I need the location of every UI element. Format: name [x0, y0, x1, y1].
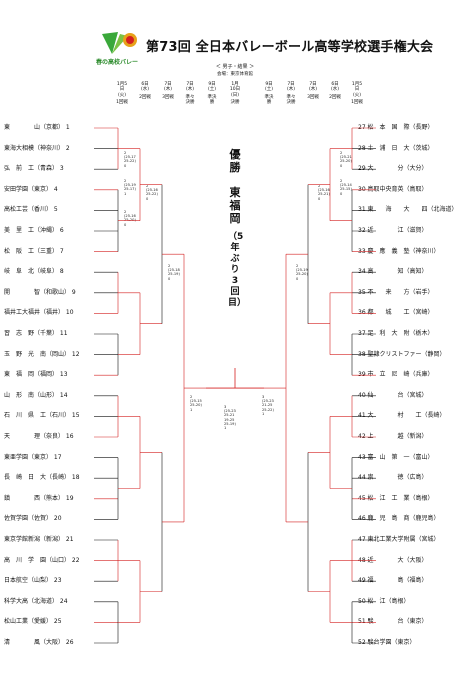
- team-row: 39 市 立 尼 崎（兵庫）: [358, 371, 434, 379]
- round-header-left-2: 6日(水)2回戦: [139, 82, 151, 100]
- page-subtitle: ＜ 男子・結果 ＞: [215, 64, 255, 70]
- team-row: 弘 前 工（青森） 3: [4, 165, 64, 173]
- team-row: 習 志 野（千葉） 11: [4, 330, 68, 337]
- team-row: 31 東 海 大 四（北海道）: [358, 206, 458, 214]
- team-row: 清 風（大阪） 26: [4, 639, 74, 646]
- team-row: 岐 阜 北（岐阜） 8: [4, 268, 64, 276]
- team-row: 43 富 山 第 一（富山）: [358, 453, 434, 461]
- team-row: 52 駿台学園（東京）: [358, 639, 416, 646]
- champion-label: 優勝: [229, 148, 241, 174]
- round-header-right-5: 1月5日(火)1回戦: [351, 82, 363, 106]
- team-row: 46 鹿 児 島 商（鹿児島）: [358, 515, 440, 523]
- team-row: 36 都 城 工（宮崎）: [358, 309, 434, 317]
- team-row: 美 里 工（沖縄） 6: [4, 227, 64, 234]
- team-row: 安田学園（東京） 4: [4, 185, 58, 193]
- round-header-left-3: 7日(木)3回戦: [162, 82, 174, 100]
- team-row: 松山工業（愛媛） 25: [4, 618, 62, 626]
- team-row: 51 駿 台（東京）: [358, 618, 428, 626]
- team-row: 37 足 利 大 附（栃木）: [358, 330, 434, 337]
- team-row: 科学大高（北海道） 24: [4, 597, 68, 605]
- team-row: 27 松 本 国 際（長野）: [358, 124, 434, 131]
- match-score: 2 (25-15 25-20) 1: [190, 395, 202, 412]
- team-row: 開 智（和歌山） 9: [4, 288, 76, 296]
- team-row: 高 川 学 園（山口） 22: [4, 556, 80, 564]
- team-row: 東 山（京都） 1: [4, 124, 70, 131]
- round-header-left-5: 9日(土)準決勝: [207, 82, 217, 106]
- team-row: 44 崇 徳（広島）: [358, 474, 428, 482]
- team-row: 佐賀学園（佐賀） 20: [4, 515, 62, 523]
- match-score: 2 (25-16 25-21) 0: [318, 184, 330, 201]
- match-score: 2 (25-19 25-20) 0: [296, 264, 308, 281]
- champion-note: （5年ぶり3回目）: [228, 232, 247, 308]
- team-row: 山 形 南（山形） 14: [4, 391, 68, 399]
- match-score: 2 (25-19 25-17) 1: [124, 179, 136, 196]
- team-row: 東京学館新潟（新潟） 21: [4, 536, 74, 543]
- team-row: 松 阪 工（三重） 7: [4, 247, 64, 255]
- round-header-left-4: 7日(木)準々決勝: [185, 82, 195, 106]
- match-score: 2 (25-16 25-22) 0: [146, 184, 158, 201]
- round-header-right-3: 7日(木)3回戦: [307, 82, 319, 100]
- team-row: 日本航空（山梨） 23: [4, 577, 62, 585]
- team-row: 35 不 来 方（岩手）: [358, 288, 434, 296]
- team-row: 東 福 岡（福岡） 13: [4, 371, 68, 379]
- team-row: 48 近 大（大阪）: [358, 556, 428, 564]
- team-row: 鎮 西（熊本） 19: [4, 494, 74, 502]
- tournament-logo: [98, 28, 142, 66]
- match-score: 2 (25-18 25-19) 0: [168, 264, 180, 281]
- team-row: 福井工大福井（福井） 10: [4, 309, 74, 317]
- champion-team: 東福岡: [229, 186, 241, 225]
- team-row: 32 近 江（滋賀）: [358, 227, 428, 234]
- venue-label: 会場：東京体育館: [217, 72, 253, 77]
- team-row: 石 川 県 工（石川） 15: [4, 412, 80, 420]
- team-row: 50 松 江（島根）: [358, 597, 410, 605]
- team-row: 40 仙 台（宮城）: [358, 391, 428, 399]
- round-header-final: 1月10日(日)決勝: [229, 82, 241, 106]
- match-score: 2 (25-14 25-15) 0: [340, 179, 352, 196]
- round-header-right-2: 7日(木)準々決勝: [286, 82, 296, 106]
- team-row: 34 高 知（高知）: [358, 268, 428, 276]
- team-row: 33 慶 應 義 塾（神奈川）: [358, 247, 440, 255]
- team-row: 高松工芸（香川） 5: [4, 206, 58, 214]
- team-row: 41 大 村 工（長崎）: [358, 412, 446, 420]
- team-row: 東亜学園（東京） 17: [4, 453, 62, 461]
- round-header-left-1: 1月5日(火)1回戦: [116, 82, 128, 106]
- team-row: 29 大 分（大分）: [358, 165, 428, 173]
- match-score: 3 (25-23 21-25 25-22) 1: [262, 395, 274, 416]
- match-score: 3 (25-23 25-21 19-25 25-19) 1: [224, 405, 236, 431]
- team-row: 30 鳥取中央育英（鳥取）: [358, 185, 428, 193]
- team-row: 42 上 越（新潟）: [358, 433, 428, 440]
- page-title: 第73回 全日本バレーボール高等学校選手権大会: [146, 40, 434, 55]
- round-header-right-1: 9日(土)準決勝: [264, 82, 274, 106]
- team-row: 長 崎 日 大（長崎） 18: [4, 474, 80, 482]
- team-row: 玉 野 光 南（岡山） 12: [4, 350, 80, 358]
- team-row: 38 聖隷クリストファー（静岡）: [358, 350, 446, 358]
- match-score: 2 (25-17 25-22) 0: [124, 151, 136, 168]
- team-row: 45 松 江 工 業（島根）: [358, 494, 434, 502]
- team-row: 49 福 島（福島）: [358, 577, 428, 585]
- team-row: 東海大相模（神奈川） 2: [4, 144, 70, 152]
- logo-caption: 春の高校バレー: [96, 59, 139, 66]
- match-score: 2 (25-21 25-20) 0: [340, 151, 352, 168]
- team-row: 天 理（奈良） 16: [4, 433, 74, 440]
- round-header-right-4: 6日(水)2回戦: [329, 82, 341, 100]
- team-row: 28 土 浦 日 大（茨城）: [358, 144, 434, 152]
- team-row: 47 東北工業大学附属（宮城）: [358, 536, 440, 543]
